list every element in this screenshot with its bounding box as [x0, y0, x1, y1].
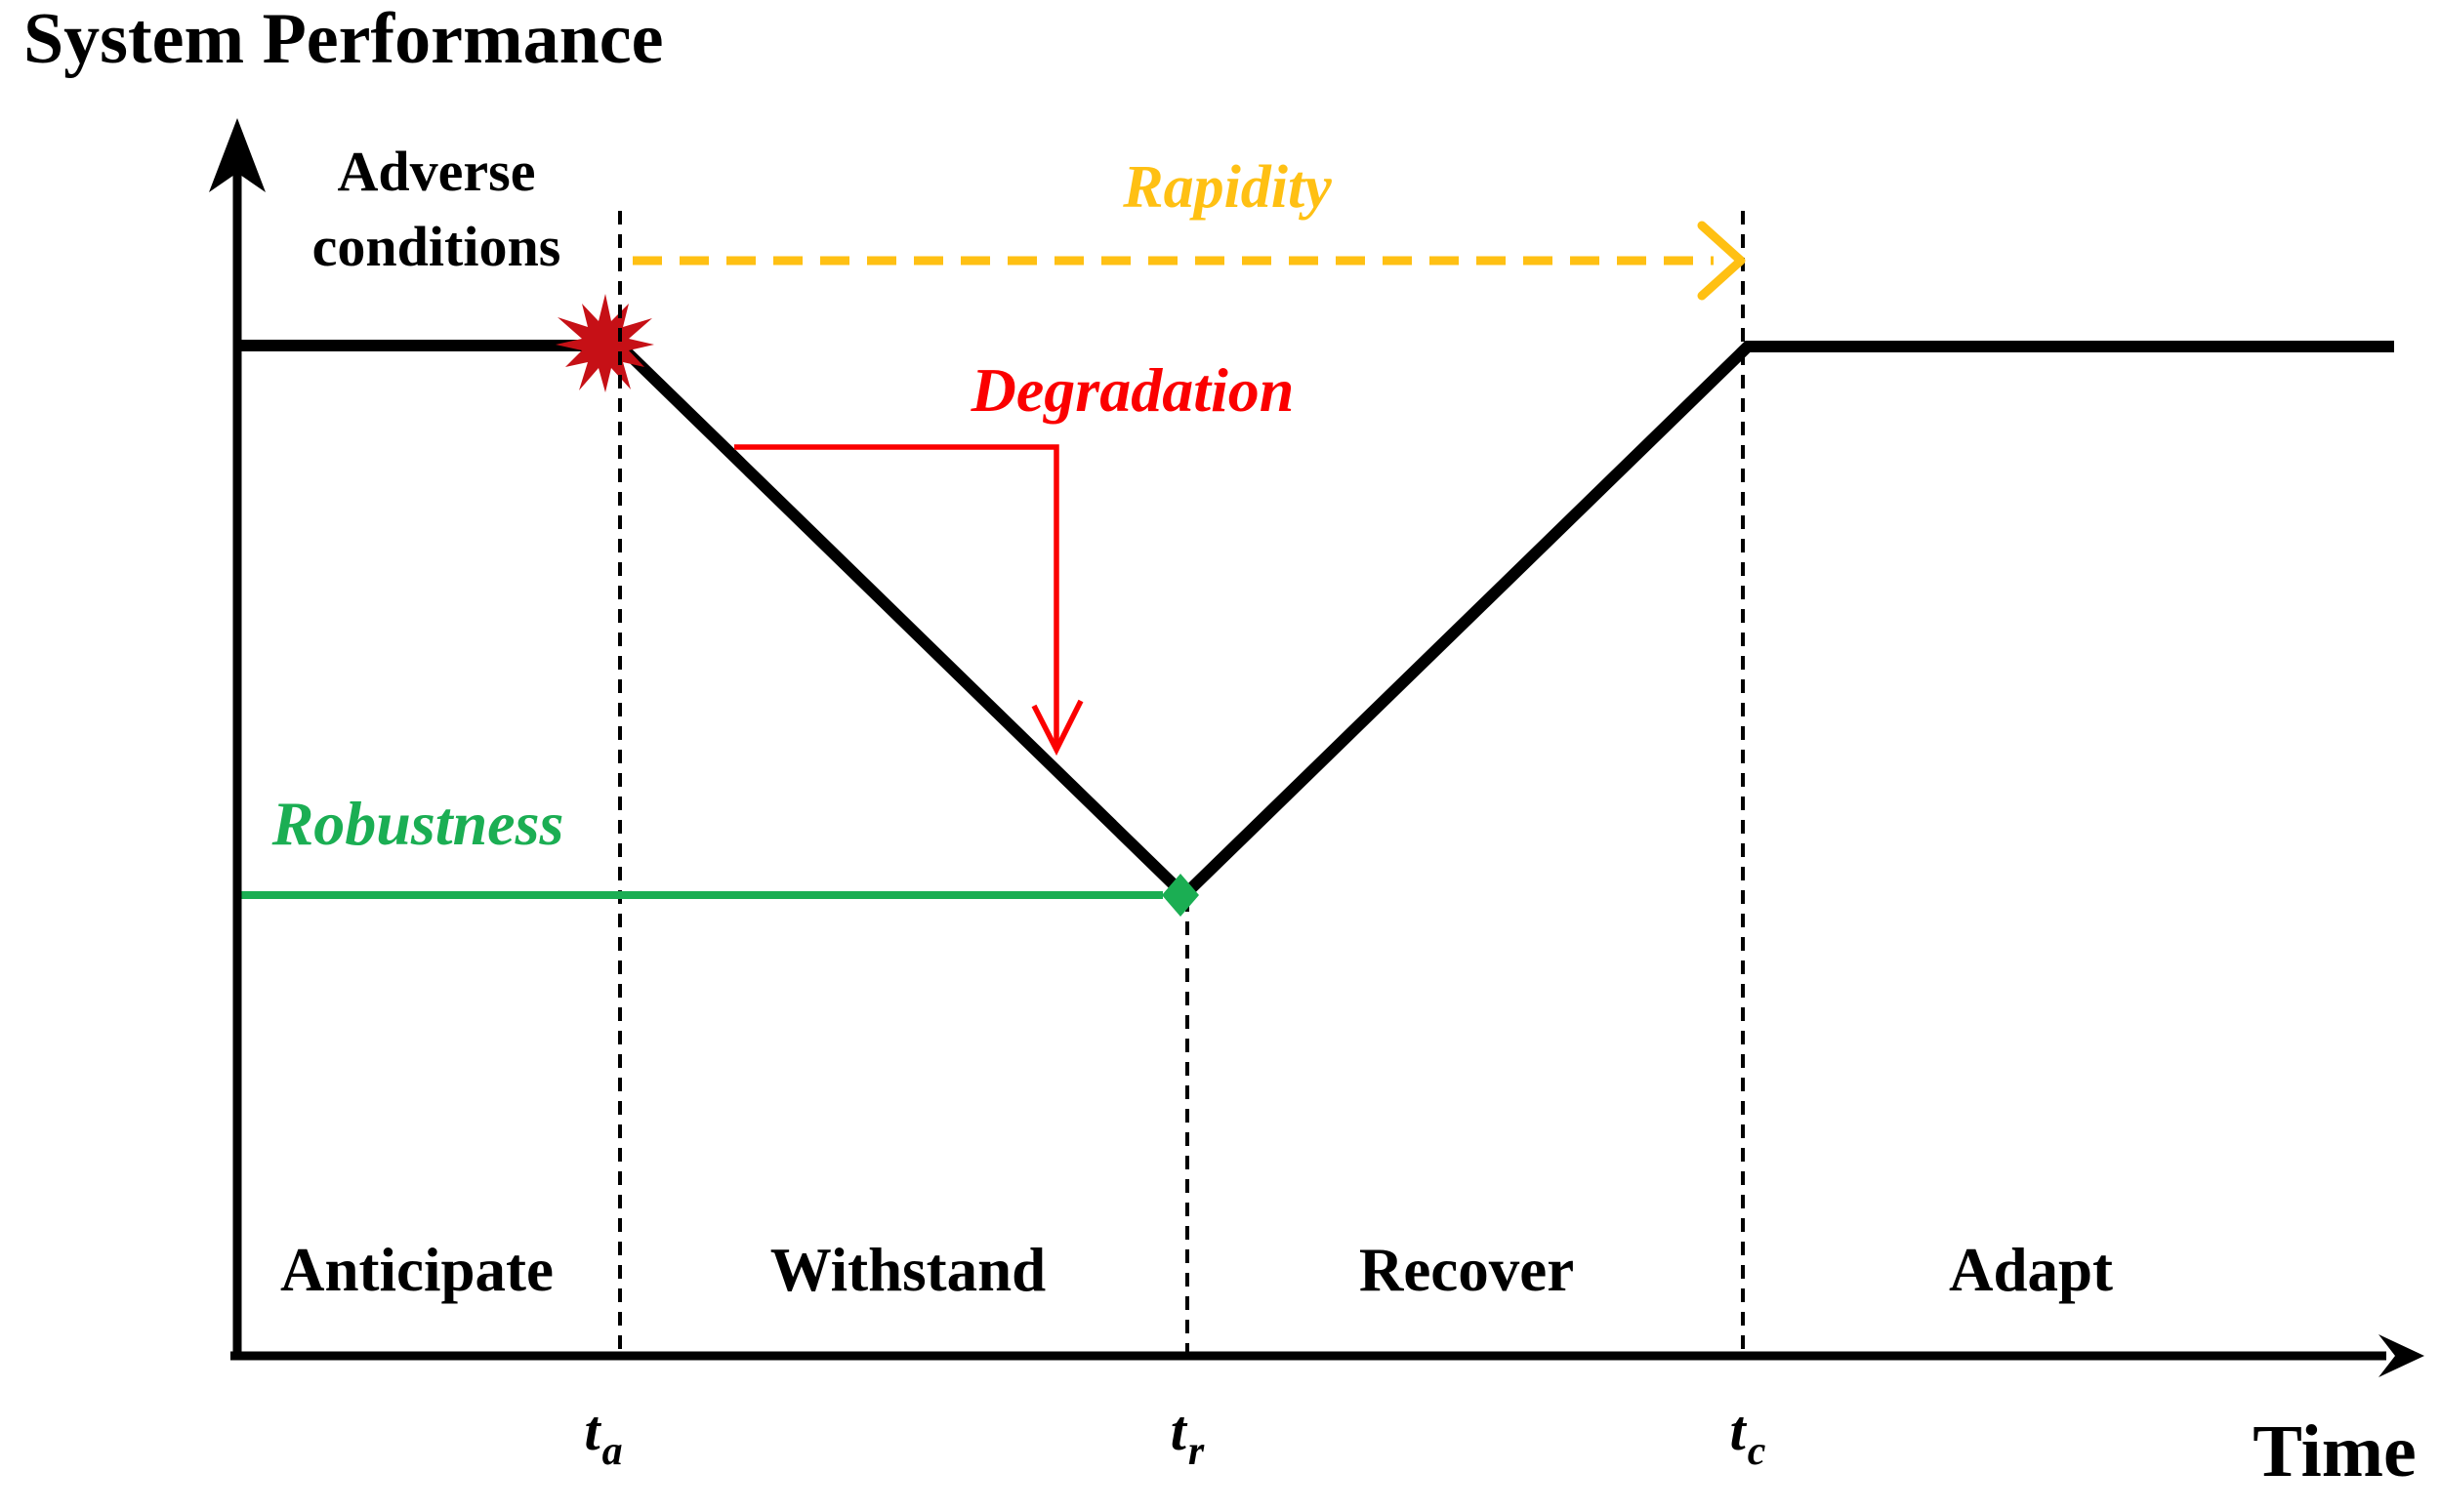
time-marker-ta-base: t: [584, 1399, 600, 1462]
x-axis-label: Time: [2253, 1410, 2417, 1492]
phase-label-withstand: Withstand: [769, 1236, 1047, 1304]
x-axis-arrowhead-icon: [2378, 1334, 2424, 1377]
phase-label-recover: Recover: [1358, 1236, 1575, 1304]
time-marker-tc-subscript: c: [1747, 1429, 1766, 1474]
time-marker-ta-subscript: a: [601, 1429, 623, 1474]
y-axis-arrowhead-icon: [209, 118, 266, 192]
robustness-diamond-marker: [1162, 874, 1199, 917]
degradation-label: Degradation: [971, 355, 1295, 425]
phase-label-anticipate: Anticipate: [280, 1236, 554, 1304]
adverse-conditions-line1: Adverse: [337, 140, 536, 203]
y-axis-label: System Performance: [23, 0, 664, 79]
robustness-label: Robustness: [271, 789, 564, 858]
time-marker-tc-base: t: [1729, 1399, 1746, 1462]
degradation-bracket: [734, 444, 1059, 748]
time-marker-tr-base: t: [1170, 1399, 1186, 1462]
burst-icon: [556, 294, 654, 392]
degradation-arrowhead: [1031, 699, 1084, 756]
phase-label-adapt: Adapt: [1948, 1236, 2114, 1304]
rapidity-arrowhead: [1697, 221, 1746, 301]
time-marker-tr-subscript: r: [1187, 1429, 1205, 1474]
adverse-conditions-line2: conditions: [311, 214, 561, 278]
rapidity-label: Rapidity: [1123, 154, 1332, 221]
time-marker-tc: tc: [1729, 1399, 1766, 1473]
time-marker-tr: tr: [1170, 1399, 1204, 1473]
adverse-conditions-label: Adverse conditions: [312, 135, 561, 284]
time-marker-ta: ta: [584, 1399, 622, 1473]
